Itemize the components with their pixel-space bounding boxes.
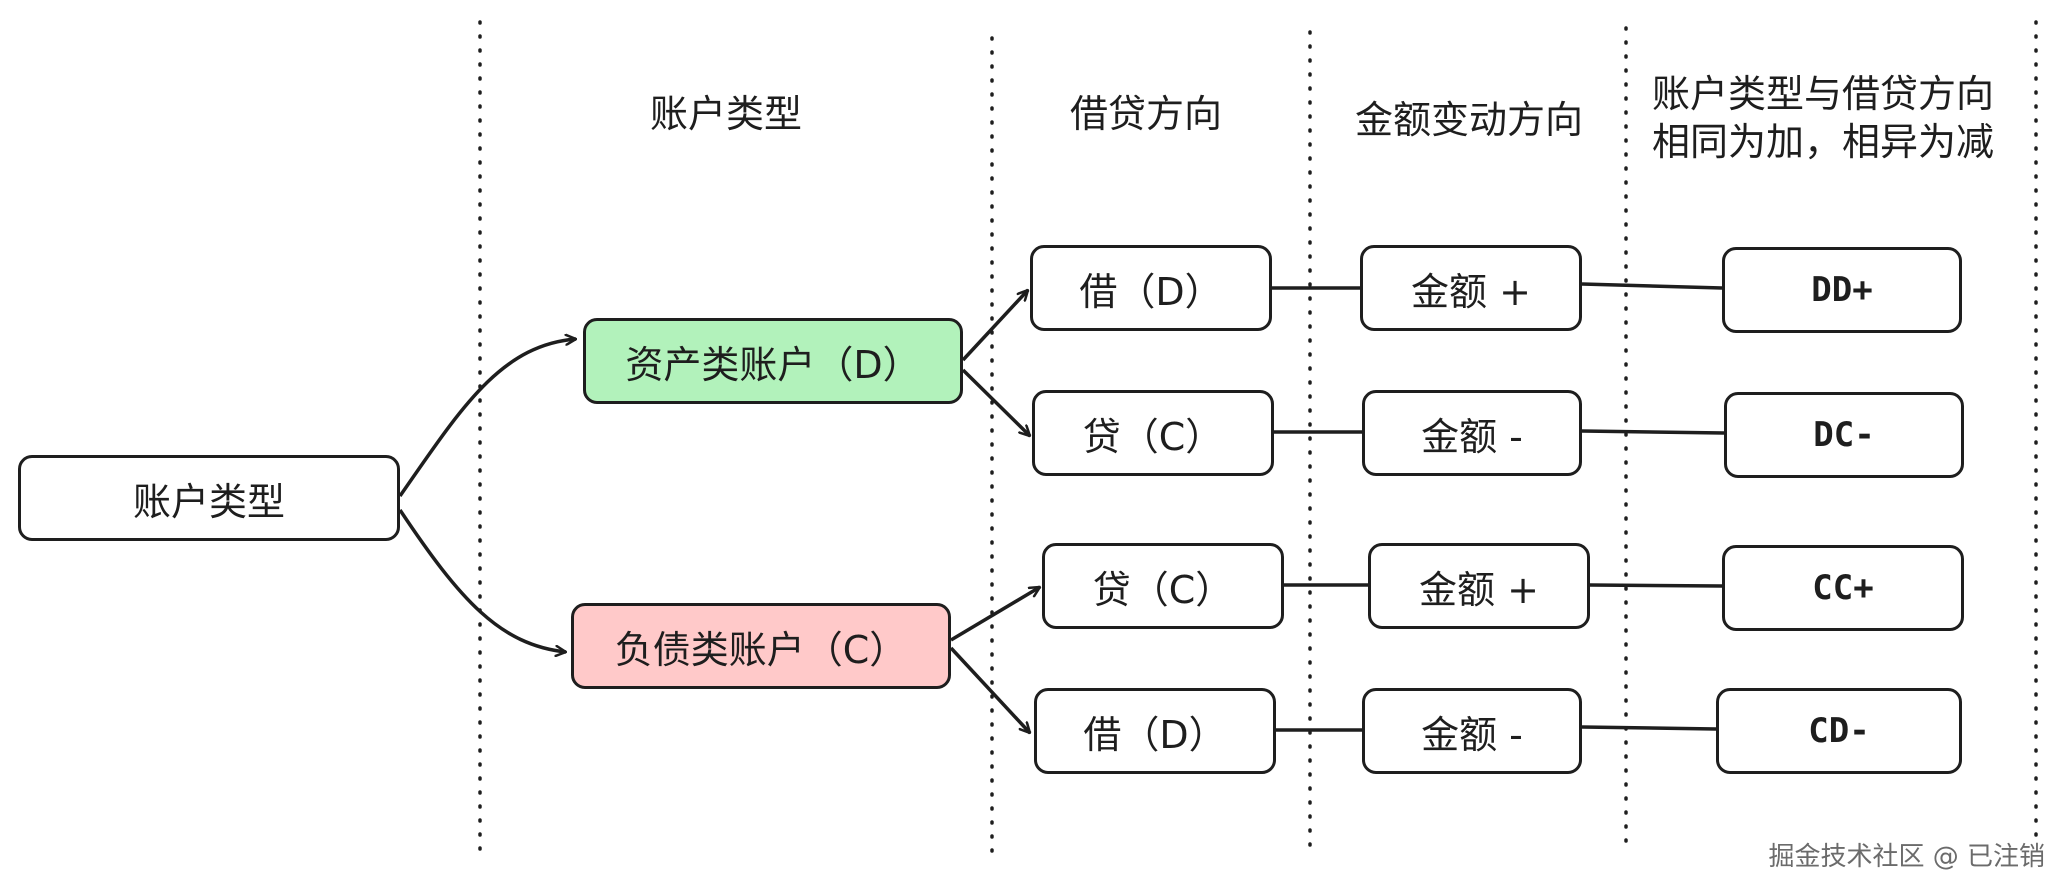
amount-node: 金额 + xyxy=(1360,245,1582,331)
header-amount-change: 金额变动方向 xyxy=(1355,98,1584,142)
result-label: CC+ xyxy=(1812,568,1874,608)
header-account-type: 账户类型 xyxy=(650,92,803,136)
arrow-root-to-asset xyxy=(398,339,576,498)
amount-node: 金额 - xyxy=(1362,688,1582,774)
asset-account-label: 资产类账户（D） xyxy=(625,342,921,387)
header-direction: 借贷方向 xyxy=(1070,92,1223,136)
root-node: 账户类型 xyxy=(18,455,400,541)
direction-node: 贷（C） xyxy=(1042,543,1284,629)
asset-account-node: 资产类账户（D） xyxy=(583,318,963,404)
arrow-root-to-liability xyxy=(398,509,566,652)
amount-node: 金额 + xyxy=(1368,543,1590,629)
direction-label: 贷（C） xyxy=(1082,414,1224,459)
liability-account-label: 负债类账户（C） xyxy=(614,627,908,672)
result-node: DC- xyxy=(1724,392,1964,478)
root-label: 账户类型 xyxy=(132,479,285,524)
arrow-liability-to-credit xyxy=(950,585,1040,642)
amount-label: 金额 + xyxy=(1411,269,1531,314)
link-amount-result xyxy=(1581,282,1723,290)
amount-label: 金额 - xyxy=(1421,712,1523,757)
amount-label: 金额 + xyxy=(1419,567,1539,612)
arrow-asset-to-credit xyxy=(961,368,1030,436)
arrow-liability-to-debit xyxy=(949,646,1032,733)
watermark: 掘金技术社区 @ 已注销 xyxy=(1768,842,2045,872)
link-amount-result xyxy=(1581,429,1725,435)
header-rule-line2: 相同为加，相异为减 xyxy=(1652,120,1995,164)
direction-node: 借（D） xyxy=(1034,688,1276,774)
result-label: DD+ xyxy=(1811,270,1873,310)
arrow-asset-to-debit xyxy=(961,290,1030,362)
result-node: CC+ xyxy=(1722,545,1964,631)
liability-account-node: 负债类账户（C） xyxy=(571,603,951,689)
result-label: DC- xyxy=(1813,415,1875,455)
link-amount-result xyxy=(1581,725,1717,731)
link-amount-result xyxy=(1589,583,1723,588)
direction-label: 借（D） xyxy=(1083,712,1227,757)
header-rule-line1: 账户类型与借贷方向 xyxy=(1652,72,1995,116)
result-node: DD+ xyxy=(1722,247,1962,333)
amount-label: 金额 - xyxy=(1421,414,1523,459)
direction-label: 借（D） xyxy=(1079,269,1223,314)
result-label: CD- xyxy=(1808,711,1870,751)
amount-node: 金额 - xyxy=(1362,390,1582,476)
direction-node: 借（D） xyxy=(1030,245,1272,331)
direction-node: 贷（C） xyxy=(1032,390,1274,476)
result-node: CD- xyxy=(1716,688,1962,774)
direction-label: 贷（C） xyxy=(1092,567,1234,612)
